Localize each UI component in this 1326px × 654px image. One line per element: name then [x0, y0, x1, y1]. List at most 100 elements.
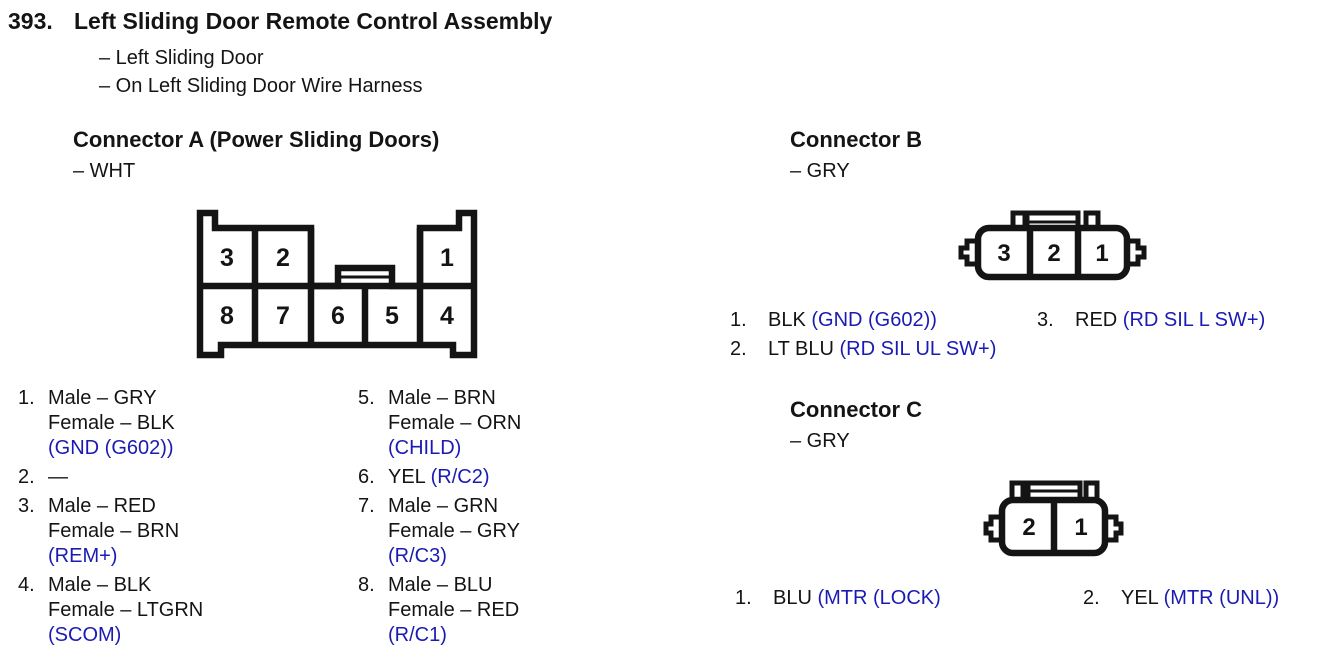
pin-cell-label: 6 [331, 302, 345, 330]
pin-number: 2. [730, 338, 747, 360]
connector-b-housing [974, 224, 1131, 281]
signal-name: (GND (G602)) [48, 437, 174, 459]
connector-b-diagram: 3 2 1 [958, 210, 1147, 281]
signal-name: (SCOM) [48, 624, 122, 646]
pin-list-item: 2. LT BLU (RD SIL UL SW+) [730, 337, 1060, 362]
connector-c-title: Connector C [790, 397, 922, 422]
pin-description: LT BLU (RD SIL UL SW+) [768, 337, 996, 362]
signal-name: (R/C1) [388, 624, 447, 646]
connector-c-pin-list-left: 1.BLU (MTR (LOCK) [735, 586, 1035, 611]
connector-b-pin-list-left: 1. BLK (GND (G602)) 2. LT BLU (RD SIL UL SW… [730, 308, 1060, 362]
signal-name: (MTR (LOCK) [817, 587, 941, 609]
pin-list-item: 3. Male – RED Female – BRN (REM+) [18, 494, 338, 569]
pin-description: BLK (GND (G602)) [768, 308, 937, 333]
pin-cell-label: 2 [1047, 240, 1060, 267]
pin-cell-label: 3 [220, 244, 234, 272]
connector-c-color-note: – GRY [790, 430, 850, 452]
pin-list-item: 6. YEL (R/C2) [358, 465, 678, 490]
connector-c-pin-list-right: 2. YEL (MTR (UNL)) [1083, 586, 1323, 611]
wire-color-text: Male – BLU [388, 574, 493, 596]
pin-description-line: Male – RED [48, 494, 179, 519]
pin-list-item: 2. — [18, 465, 338, 490]
connector-a-title: Connector A (Power Sliding Doors) [73, 127, 440, 152]
pin-list-item: 2. YEL (MTR (UNL)) [1083, 586, 1323, 611]
connector-b-title: Connector B [790, 127, 922, 152]
signal-name: (MTR (UNL)) [1163, 587, 1280, 609]
connector-a-diagram: 3 2 1 8 7 6 5 4 [196, 209, 478, 359]
wire-color-text: RED [1075, 309, 1123, 331]
signal-name: (RD SIL UL SW+) [839, 338, 997, 360]
connector-b-left-wing [958, 238, 979, 267]
pin-number: 3. [1037, 309, 1054, 331]
pin-cell-label: 1 [1095, 240, 1108, 267]
pin-number: 1. [730, 309, 747, 331]
pin-description-line: Male – GRY [48, 386, 175, 411]
wire-color-text: Male – GRY [48, 387, 157, 409]
pin-description-line: Female – BLK [48, 411, 175, 436]
connector-c-diagram: 2 1 [983, 480, 1124, 557]
connector-a-cell-walls [200, 228, 474, 345]
wire-color-text: — [48, 466, 68, 488]
signal-name: (R/C2) [430, 466, 490, 488]
pin-description-line: Male – BLU [388, 573, 519, 598]
location-line: – Left Sliding Door [99, 47, 264, 69]
pin-cell-label: 5 [385, 302, 399, 330]
pin-number: 4. [18, 574, 35, 596]
pin-description-line: YEL (R/C2) [388, 465, 490, 490]
pin-description-line: Female – ORN [388, 411, 521, 436]
wire-color-text: Female – BLK [48, 412, 175, 434]
connector-a-color-note: – WHT [73, 160, 136, 182]
connector-b-cell-walls [1026, 228, 1082, 277]
pin-cell-label: 4 [440, 302, 454, 330]
pin-description: Male – GRY Female – BLK (GND (G602)) [48, 386, 175, 461]
pin-number: 5. [358, 387, 375, 409]
pin-description: Male – GRN Female – GRY (R/C3) [388, 494, 520, 569]
pin-number: 3. [18, 495, 35, 517]
connector-b-pin-list-right: 3. RED (RD SIL L SW+) [1037, 308, 1317, 333]
pin-description-line: (SCOM) [48, 623, 203, 648]
pin-description-line: (CHILD) [388, 436, 521, 461]
wire-color-text: Female – ORN [388, 412, 522, 434]
pin-description-line: Female – RED [388, 598, 519, 623]
pin-number: 2. [1083, 587, 1100, 609]
pin-number: 2. [18, 466, 35, 488]
wire-color-text: Male – BLK [48, 574, 152, 596]
wire-color-text: Female – RED [388, 599, 520, 621]
wire-color-text: BLK [768, 309, 812, 331]
pin-cell-label: 2 [1022, 514, 1035, 541]
pin-description-line: (R/C3) [388, 544, 520, 569]
item-number: 393. [8, 8, 53, 34]
signal-name: (R/C3) [388, 545, 447, 567]
connector-c-right-wing [1104, 514, 1124, 543]
pin-list-item: 1.BLU (MTR (LOCK) [735, 586, 1035, 611]
pin-cell-label: 1 [1074, 514, 1087, 541]
pin-description-line: LT BLU (RD SIL UL SW+) [768, 337, 996, 362]
pin-description-line: RED (RD SIL L SW+) [1075, 308, 1265, 333]
pin-description: YEL (R/C2) [388, 465, 490, 490]
connector-b-right-wing [1126, 238, 1147, 267]
pin-list-item: 3. RED (RD SIL L SW+) [1037, 308, 1317, 333]
wire-color-text: Female – GRY [388, 520, 520, 542]
pin-description-line: — [48, 465, 68, 490]
signal-name: (REM+) [48, 545, 118, 567]
pin-cell-label: 7 [276, 302, 290, 330]
pin-cell-label: 1 [440, 244, 454, 272]
wire-color-text: Male – GRN [388, 495, 499, 517]
pin-description-line: Male – GRN [388, 494, 520, 519]
pin-description: Male – BLU Female – RED (R/C1) [388, 573, 519, 648]
page-title: Left Sliding Door Remote Control Assembl… [74, 8, 553, 34]
pin-number: 6. [358, 466, 375, 488]
wire-color-text: Female – LTGRN [48, 599, 204, 621]
pin-number: 1. [735, 587, 752, 609]
pin-description-line: (R/C1) [388, 623, 519, 648]
pin-description: YEL (MTR (UNL)) [1121, 586, 1279, 611]
pin-cell-label: 2 [276, 244, 290, 272]
wire-color-text: Male – RED [48, 495, 156, 517]
pin-description-line: (REM+) [48, 544, 179, 569]
pin-description-line: Male – BRN [388, 386, 521, 411]
wire-color-text: Female – BRN [48, 520, 180, 542]
